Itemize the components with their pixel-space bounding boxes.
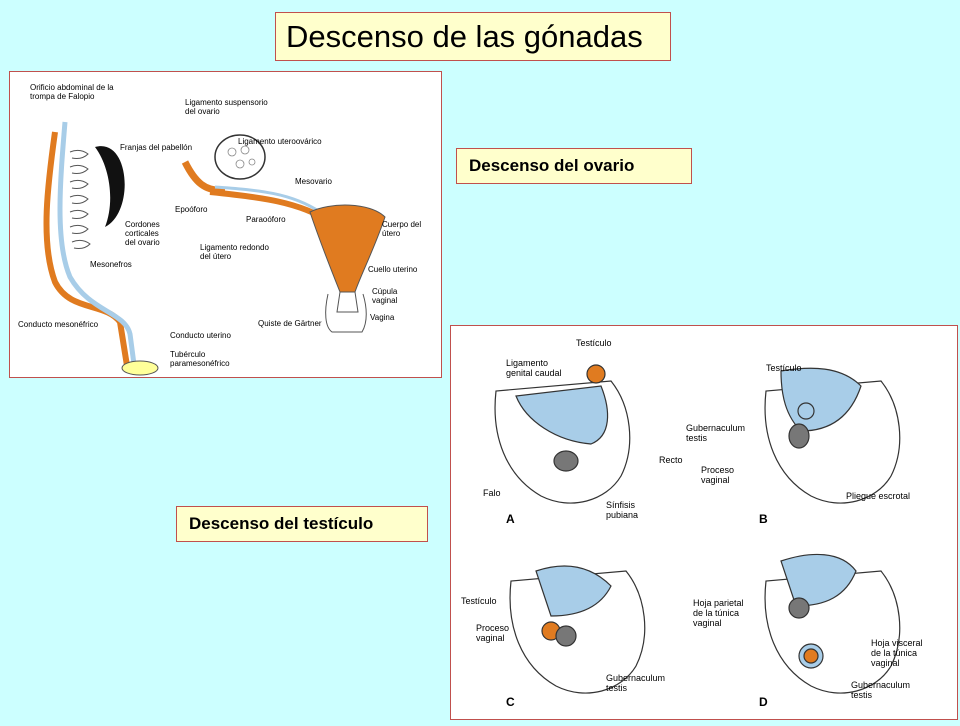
ovary-label-mesonefros: Mesonefros (90, 260, 132, 269)
ovary-descent-label: Descenso del ovario (456, 148, 692, 184)
ovary-label-orificio-a: Orificio abdominal de la (30, 83, 114, 92)
ovary-label-lig-susp-b: del ovario (185, 107, 220, 116)
testis-a-label-sinfisis-b: pubiana (606, 510, 638, 520)
testis-b-label-gub-a: Gubernaculum (686, 423, 745, 433)
testis-a-label-lig-b: genital caudal (506, 368, 562, 378)
ovary-label-gartner: Quiste de Gärtner (258, 319, 322, 328)
testis-d-label-hp-c: vaginal (693, 618, 722, 628)
ovary-shape (214, 134, 266, 180)
ovary-label-cupula-b: vaginal (372, 296, 398, 305)
ovary-label-tuberculo-a: Tubérculo (170, 350, 206, 359)
testis-c-label-gub-b: testis (606, 683, 628, 693)
ovary-label-conducto-mesonefrico: Conducto mesonéfrico (18, 320, 99, 329)
mesonephric-tubules (69, 149, 91, 249)
ovary-label-paraooforo: Paraoóforo (246, 215, 286, 224)
slide-title: Descenso de las gónadas (275, 12, 671, 61)
ovary-diagram: Orificio abdominal de la trompa de Falop… (18, 83, 421, 376)
testis-d-label-gub-a: Gubernaculum (851, 680, 910, 690)
ovary-descent-figure: Orificio abdominal de la trompa de Falop… (9, 71, 442, 378)
uterine-duct-shape (57, 121, 138, 373)
ovary-label-cupula-a: Cúpula (372, 287, 398, 296)
cervix-shape (336, 291, 359, 313)
testis-c-label-gub-a: Gubernaculum (606, 673, 665, 683)
testis-stage-letter-b: B (759, 512, 768, 526)
testis-b-label-testiculo: Testículo (766, 363, 802, 373)
ovary-label-mesovario: Mesovario (295, 177, 332, 186)
ovary-cortical-cords-shape (95, 146, 125, 227)
paramesonephric-tubercle-shape (121, 360, 159, 376)
ovary-label-vagina: Vagina (370, 313, 395, 322)
ovary-label-orificio-b: trompa de Falopio (30, 92, 95, 101)
testis-d-label-hv-b: de la túnica (871, 648, 917, 658)
ovary-label-lig-redondo-b: del útero (200, 252, 232, 261)
testis-a-label-recto: Recto (659, 455, 683, 465)
testis-b-label-proc-b: vaginal (701, 475, 730, 485)
vagina-shape (325, 293, 367, 333)
testis-b-label-pliegue: Pliegue escrotal (846, 491, 910, 501)
uterus-shape (309, 204, 386, 293)
testis-d-label-hp-a: Hoja parietal (693, 598, 744, 608)
stage-d-shapes (764, 553, 901, 694)
testis-c-label-testiculo: Testículo (461, 596, 497, 606)
testis-b-label-proc-a: Proceso (701, 465, 734, 475)
ovary-label-conducto-uterino: Conducto uterino (170, 331, 231, 340)
testis-d-label-gub-b: testis (851, 690, 873, 700)
stage-b-shapes (764, 367, 901, 504)
stage-c-shapes (509, 565, 646, 694)
testis-a-label-lig-a: Ligamento (506, 358, 548, 368)
epoophoron-shape (214, 185, 321, 214)
testis-d-label-hv-c: vaginal (871, 658, 900, 668)
testis-descent-label: Descenso del testículo (176, 506, 428, 542)
ovary-label-lig-susp-a: Ligamento suspensorio (185, 98, 268, 107)
ovary-label-cuerpo-b: útero (382, 229, 401, 238)
testis-c-label-proc-a: Proceso (476, 623, 509, 633)
testis-c-label-proc-b: vaginal (476, 633, 505, 643)
ovary-label-cordones-c: del ovario (125, 238, 160, 247)
ovary-follicles (227, 145, 256, 169)
ovary-label-cuello: Cuello uterino (368, 265, 418, 274)
testis-descent-figure: Testículo Ligamento genital caudal Recto… (450, 325, 958, 720)
testis-a-label-testiculo: Testículo (576, 338, 612, 348)
testis-d-label-hv-a: Hoja visceral (871, 638, 923, 648)
testis-stage-letter-a: A (506, 512, 515, 526)
ovary-label-tuberculo-b: paramesonéfrico (170, 359, 230, 368)
ovary-label-lig-uteroov: Ligamento uteroovárico (238, 137, 322, 146)
ovary-label-cuerpo-a: Cuerpo del (382, 220, 421, 229)
ovary-label-cordones-a: Cordones (125, 220, 160, 229)
ovary-label-cordones-b: corticales (125, 229, 159, 238)
ovary-label-franjas: Franjas del pabellón (120, 143, 192, 152)
testis-stage-letter-d: D (759, 695, 768, 709)
testis-d-label-hp-b: de la túnica (693, 608, 739, 618)
ovary-label-lig-redondo-a: Ligamento redondo (200, 243, 269, 252)
testis-a-label-sinfisis-a: Sínfisis (606, 500, 636, 510)
testis-stage-letter-c: C (506, 695, 515, 709)
ovary-label-epooforo: Epoóforo (175, 205, 208, 214)
testis-b-label-gub-b: testis (686, 433, 708, 443)
testis-a-label-falo: Falo (483, 488, 501, 498)
stage-a-shapes (494, 364, 631, 504)
testis-diagram: Testículo Ligamento genital caudal Recto… (461, 338, 923, 709)
